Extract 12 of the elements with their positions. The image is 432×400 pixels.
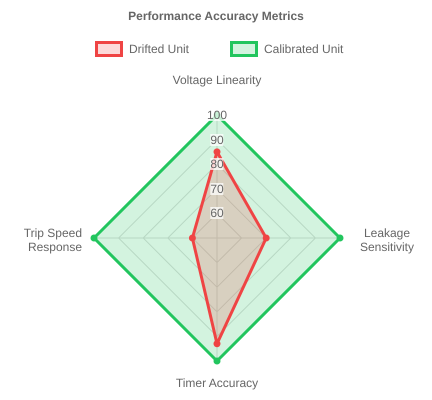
legend-label: Drifted Unit (129, 42, 190, 56)
chart-title: Performance Accuracy Metrics (127, 9, 305, 23)
axis-label: Leakage Sensitivity (358, 226, 416, 254)
axis-label: Timer Accuracy (174, 376, 260, 390)
tick-label: 80 (210, 158, 224, 170)
legend-label: Calibrated Unit (264, 42, 344, 56)
tick-label: 90 (210, 134, 224, 146)
tick-label: 60 (210, 207, 224, 220)
axis-label: Trip Speed Response (22, 226, 82, 254)
axis-label: Voltage Linearity (172, 73, 262, 87)
tick-label: 70 (210, 182, 224, 195)
tick-label: 100 (206, 109, 228, 121)
